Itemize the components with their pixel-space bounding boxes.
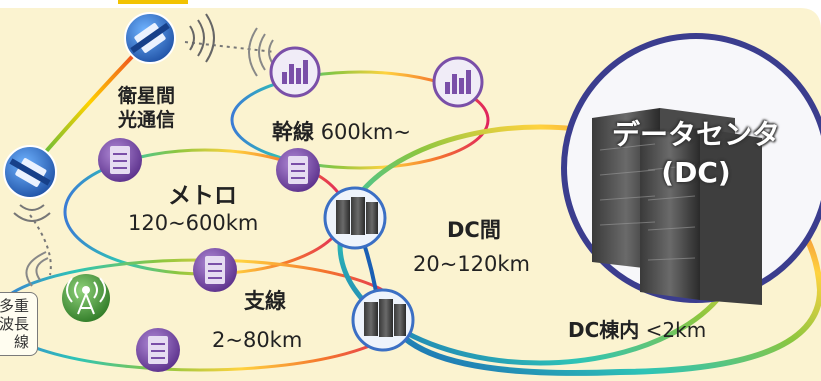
trunk-node-icon (432, 56, 484, 108)
trunk-label: 幹線 600km~ (272, 116, 411, 146)
satellite-label-line1: 衛星間 (118, 85, 176, 107)
branch-range: 2~80km (212, 328, 303, 352)
datacenter-label: データセンタ (DC) (586, 116, 806, 192)
satellite-dotted-link (184, 41, 276, 53)
trunk-range: 600km~ (320, 120, 411, 144)
metro-range: 120~600km (128, 211, 259, 235)
dc-cluster-icon (351, 288, 415, 352)
server-node-icon (276, 148, 320, 192)
satellite-icon (3, 145, 57, 199)
datacenter-label-line1: データセンタ (611, 118, 780, 151)
server-node-icon (136, 328, 180, 372)
top-accent (118, 0, 188, 4)
signal-waves-icon (189, 13, 215, 63)
datacenter-racks (592, 108, 762, 305)
signal-waves-icon (13, 204, 51, 222)
dc-between-name: DC間 (447, 218, 501, 242)
datacenter-label-line2: (DC) (661, 156, 731, 189)
trunk-ring (230, 70, 490, 170)
antenna-node-icon (62, 274, 110, 322)
dc-internal-label: DC棟内 <2km (568, 314, 706, 343)
dc-internal-range: <2km (645, 318, 707, 342)
wdm-caption: 多重 波長 線 (0, 292, 39, 356)
satellite-label-line2: 光通信 (118, 109, 176, 131)
caption-line3: 線 (14, 333, 30, 351)
server-node-icon (193, 248, 237, 292)
satellite-label: 衛星間 光通信 (118, 84, 175, 132)
dc-internal-name: DC棟内 (568, 318, 640, 342)
branch-name: 支線 (244, 289, 286, 313)
satellite-icon (124, 12, 176, 64)
metro-name: メトロ (168, 183, 237, 209)
dc-cluster-icon (323, 186, 387, 250)
trunk-name: 幹線 (272, 120, 314, 144)
trunk-node-icon (269, 46, 321, 98)
server-node-icon (98, 138, 142, 182)
caption-line2: 波長 (0, 315, 30, 333)
caption-line1: 多重 (0, 297, 30, 315)
dc-between-range: 20~120km (413, 252, 531, 276)
signal-waves-icon (25, 251, 49, 287)
